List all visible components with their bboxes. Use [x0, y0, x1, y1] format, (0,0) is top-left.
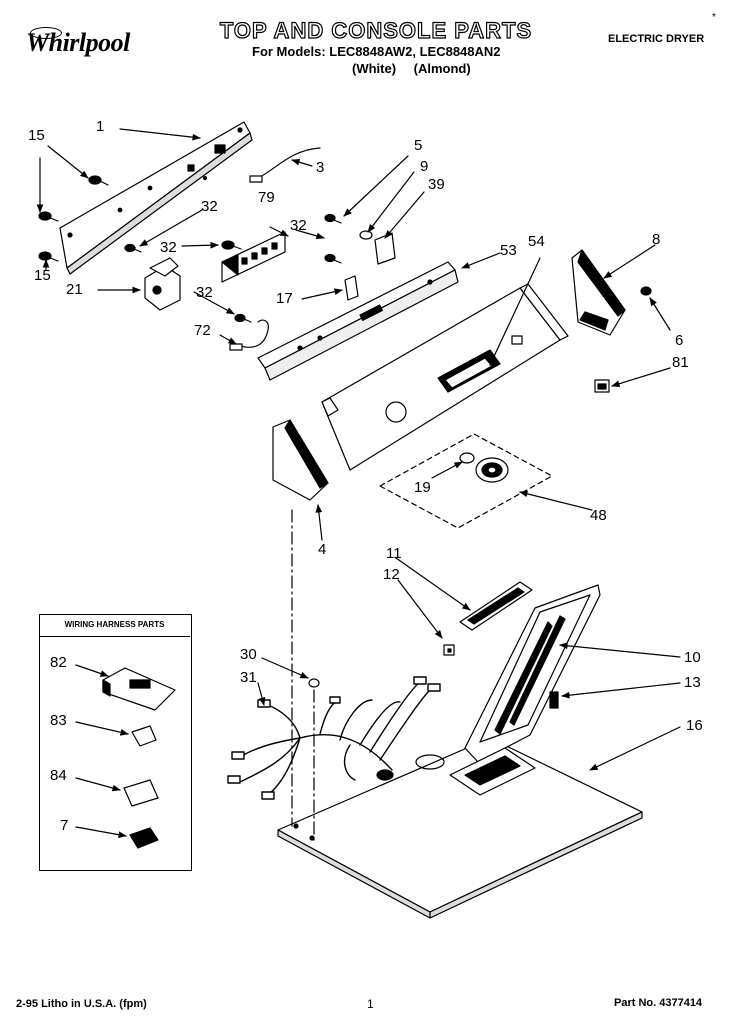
- rear-control-panel: [59, 121, 253, 275]
- callout-8: 8: [652, 231, 661, 248]
- callout-48: 48: [590, 507, 607, 524]
- callout-53: 53: [500, 242, 517, 259]
- callout-39: 39: [428, 176, 445, 193]
- timer-motor-21: [144, 257, 181, 311]
- callout-32-c: 32: [160, 239, 177, 256]
- callout-13: 13: [684, 674, 701, 691]
- callout-12: 12: [383, 566, 400, 583]
- callout-30: 30: [240, 646, 257, 663]
- wire-3: [257, 147, 321, 179]
- console-54: [321, 283, 569, 471]
- color-variants: (White) (Almond): [352, 61, 471, 76]
- console-strip-53: [257, 261, 459, 381]
- callout-16: 16: [686, 717, 703, 734]
- knob-81-face: [597, 383, 607, 390]
- wire-3-terminal: [249, 175, 263, 183]
- harness-part-83: [131, 725, 157, 747]
- page-number: 1: [367, 997, 374, 1011]
- part-number: Part No. 4377414: [614, 997, 703, 1009]
- wiring-harness-inset: [39, 614, 192, 871]
- callout-81: 81: [672, 354, 689, 371]
- callout-5: 5: [414, 137, 423, 154]
- knob-assembly-outline: [379, 433, 553, 529]
- callout-32-d: 32: [196, 284, 213, 301]
- callout-4: 4: [318, 541, 327, 558]
- models-line: For Models: LEC8848AW2, LEC8848AN2: [252, 44, 501, 59]
- callout-10: 10: [684, 649, 701, 666]
- harness-part-82: [102, 667, 176, 711]
- clip-30: [308, 678, 320, 688]
- callout-7: 7: [60, 817, 69, 834]
- screws: [38, 175, 652, 323]
- top-panel-16: [277, 737, 643, 919]
- callout-19: 19: [414, 479, 431, 496]
- wire-harness-31: [227, 676, 441, 800]
- end-cap-4: [272, 419, 329, 501]
- bracket-17: [344, 275, 359, 301]
- alignment-lines: [291, 509, 315, 841]
- callout-31: 31: [240, 669, 257, 686]
- callout-79: 79: [258, 189, 275, 206]
- knob-48: [475, 457, 509, 483]
- callout-11: 11: [386, 545, 402, 562]
- harness-part-7: [129, 827, 159, 849]
- callout-15-upper: 15: [28, 127, 45, 144]
- lint-cover-11: [459, 581, 533, 631]
- dial-19: [459, 452, 475, 464]
- callout-54: 54: [528, 233, 545, 250]
- callout-9: 9: [420, 158, 429, 175]
- callout-84: 84: [50, 767, 67, 784]
- clip-9: [359, 230, 373, 240]
- callout-82: 82: [50, 654, 67, 671]
- corner-mark: *: [712, 12, 716, 23]
- callout-3: 3: [316, 159, 325, 176]
- brand-logo: Whirlpool: [26, 28, 130, 57]
- product-type: ELECTRIC DRYER: [608, 33, 705, 45]
- callout-1: 1: [96, 118, 105, 135]
- callout-72: 72: [194, 322, 211, 339]
- screw-13: [549, 691, 559, 709]
- wiring-harness-title: WIRING HARNESS PARTS: [39, 614, 190, 637]
- end-cap-8: [571, 249, 626, 336]
- callout-17: 17: [276, 290, 293, 307]
- callout-6: 6: [675, 332, 684, 349]
- clip-12-slot: [447, 648, 452, 653]
- callout-15-lower: 15: [34, 267, 51, 284]
- callout-32-a: 32: [201, 198, 218, 215]
- switch-block-79: [221, 231, 286, 283]
- callout-21: 21: [66, 281, 83, 298]
- page-title: TOP AND CONSOLE PARTS: [219, 17, 533, 43]
- harness-part-84: [123, 779, 159, 807]
- callout-32-b: 32: [290, 217, 307, 234]
- wire-72: [239, 319, 269, 348]
- wire-72-terminal: [229, 343, 243, 351]
- brand-logo-ring: [30, 27, 62, 39]
- footer-litho: 2-95 Litho in U.S.A. (fpm): [16, 998, 147, 1010]
- callout-83: 83: [50, 712, 67, 729]
- leader-lines: [36, 128, 681, 838]
- lint-housing-10: [449, 584, 601, 796]
